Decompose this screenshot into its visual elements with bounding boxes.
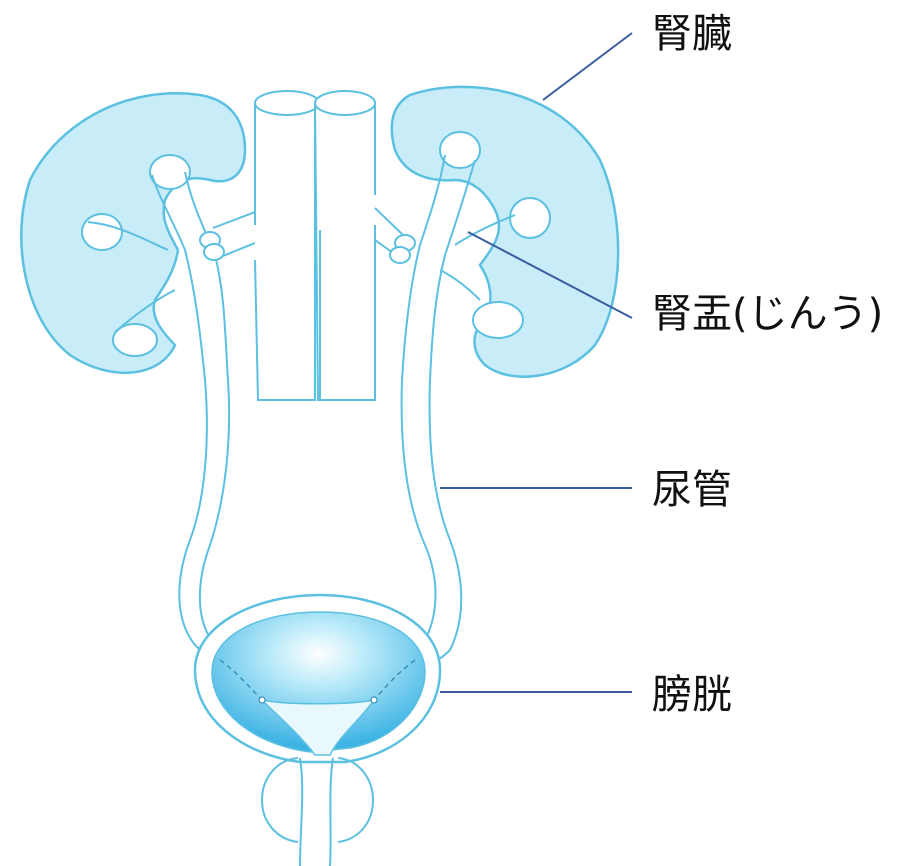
ureter-label: 尿管	[652, 470, 732, 510]
bladder-label: 膀胱	[652, 675, 732, 715]
kidney-label: 腎臓	[652, 14, 732, 54]
renal-pelvis-label: 腎盂(じんう)	[652, 294, 883, 334]
right-kidney	[392, 87, 618, 377]
urethra	[262, 758, 373, 866]
bladder	[195, 595, 440, 762]
kidney-leader-line	[543, 33, 632, 100]
